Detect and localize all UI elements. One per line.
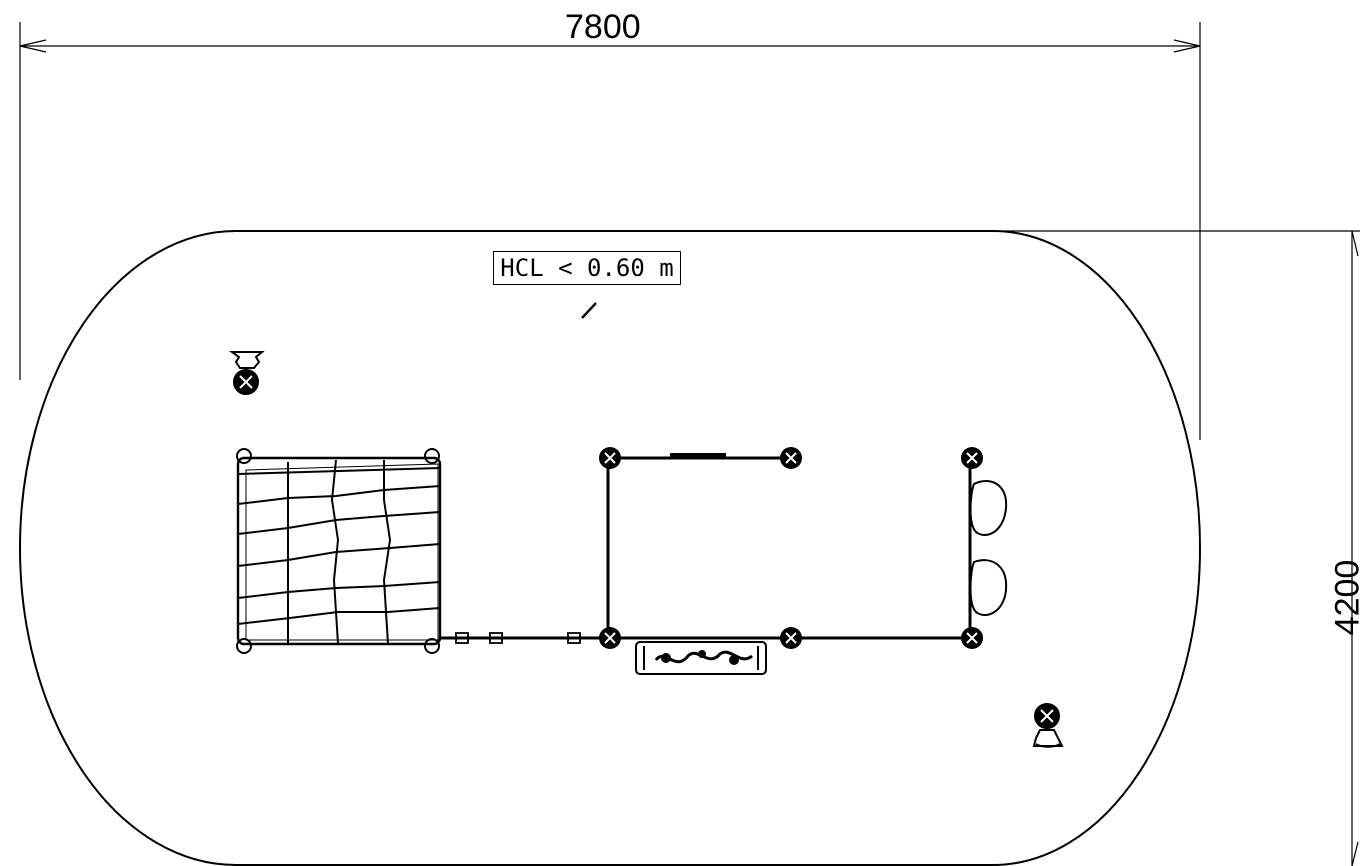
panel-icon bbox=[635, 641, 767, 675]
hcl-leader bbox=[581, 302, 597, 319]
spring-rider-icon bbox=[1032, 703, 1064, 748]
frame-beams bbox=[440, 453, 972, 644]
post-icon bbox=[599, 447, 621, 469]
width-dimension-label: 7800 bbox=[565, 8, 641, 46]
width-dimension bbox=[19, 22, 1201, 440]
post-icon bbox=[961, 627, 983, 649]
spring-rider-icon bbox=[228, 351, 265, 395]
post-icon bbox=[961, 447, 983, 469]
climbing-net-icon bbox=[236, 448, 442, 654]
height-dimension bbox=[1000, 230, 1360, 866]
posts bbox=[599, 447, 983, 649]
safety-zone-outline bbox=[18, 230, 1202, 866]
height-dimension-label: 4200 bbox=[1328, 559, 1360, 636]
post-icon bbox=[780, 627, 802, 649]
hcl-label: HCL < 0.60 m bbox=[493, 251, 681, 285]
post-icon bbox=[780, 447, 802, 469]
post-icon bbox=[599, 627, 621, 649]
seat-icon bbox=[969, 480, 1008, 617]
